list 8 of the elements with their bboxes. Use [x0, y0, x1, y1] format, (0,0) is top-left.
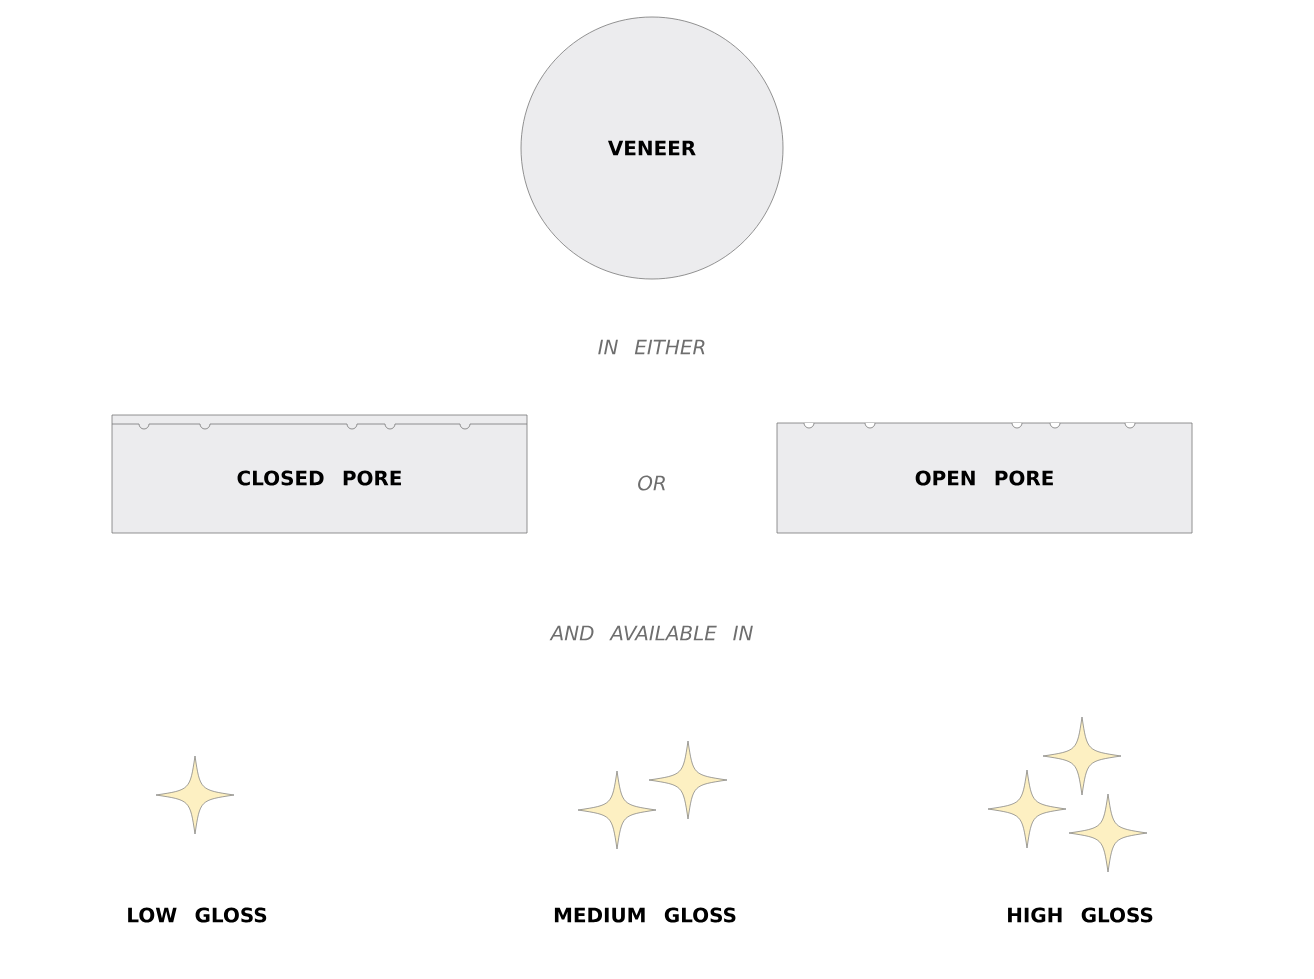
gloss-label: HIGH GLOSS	[1008, 907, 1153, 923]
wood-panel: OPEN PORE	[776, 422, 1193, 534]
gloss-label: LOW GLOSS	[128, 907, 267, 923]
connector-word: OR	[638, 475, 665, 491]
connector-word: IN EITHER	[598, 339, 705, 355]
gloss-label: MEDIUM GLOSS	[554, 907, 736, 923]
connector-word: AND AVAILABLE IN	[549, 625, 753, 641]
wood-panel: CLOSED PORE	[111, 414, 528, 534]
